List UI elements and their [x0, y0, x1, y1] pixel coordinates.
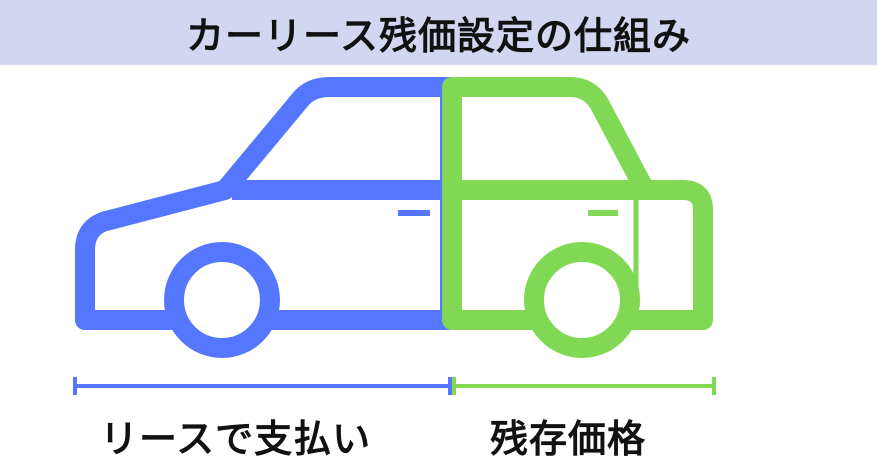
car-body-front [75, 77, 460, 330]
lease-payment-label: リースで支払い [100, 417, 372, 461]
rear-wheel [524, 242, 640, 358]
residual-range-bracket [452, 377, 716, 395]
car-front-half [75, 77, 460, 358]
front-wheel [164, 242, 280, 358]
lease-range-bracket [73, 377, 452, 395]
title-banner: カーリース残価設定の仕組み [0, 0, 877, 65]
title: カーリース残価設定の仕組み [185, 14, 692, 58]
car-rear-half [442, 77, 713, 358]
residual-value-label: 残存価格 [490, 417, 647, 461]
